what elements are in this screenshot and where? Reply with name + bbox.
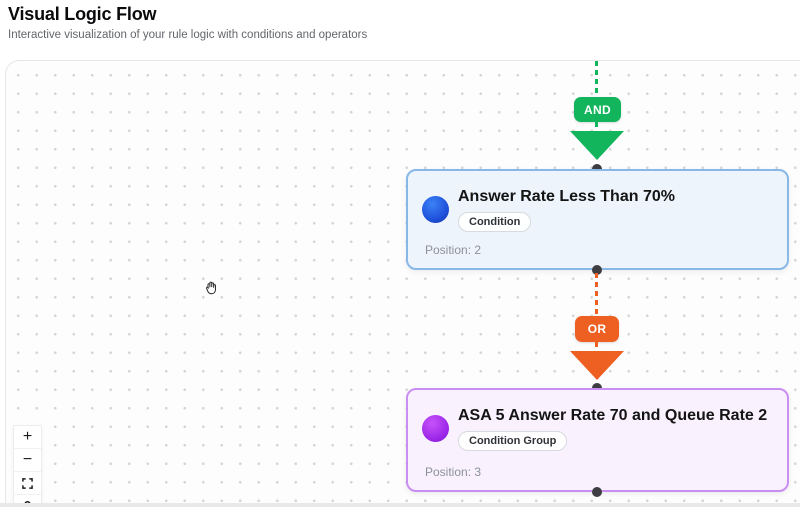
node-position-label: Position: 2	[425, 243, 482, 257]
node-position-label: Position: 3	[425, 465, 482, 479]
bottom-edge-strip	[0, 503, 800, 507]
node-title: ASA 5 Answer Rate 70 and Queue Rate 2	[458, 407, 768, 424]
page-header: Visual Logic Flow Interactive visualizat…	[8, 4, 367, 41]
condition-node[interactable]: Answer Rate Less Than 70% Condition Posi…	[406, 169, 789, 270]
and-edge-line-bottom	[595, 122, 598, 131]
condition-type-icon	[422, 196, 449, 223]
or-arrowhead-icon	[570, 351, 624, 380]
canvas-controls-panel: + −	[13, 425, 42, 504]
and-edge-line-top	[595, 61, 598, 97]
minus-icon: −	[22, 451, 33, 468]
zoom-in-button[interactable]: +	[14, 426, 41, 449]
node-title: Answer Rate Less Than 70%	[458, 188, 675, 205]
condition-group-node[interactable]: ASA 5 Answer Rate 70 and Queue Rate 2 Co…	[406, 388, 789, 492]
flow-canvas[interactable]: AND Answer Rate Less Than 70% Condition …	[5, 60, 800, 505]
node-type-badge: Condition Group	[458, 431, 568, 451]
node-handle-bottom[interactable]	[592, 487, 602, 497]
fit-view-icon	[22, 477, 33, 489]
plus-icon: +	[22, 428, 33, 445]
page-subtitle: Interactive visualization of your rule l…	[8, 29, 368, 41]
and-arrowhead-icon	[570, 131, 624, 160]
and-operator-badge[interactable]: AND	[574, 97, 621, 122]
or-edge-line-top	[595, 273, 598, 316]
or-edge-line-bottom	[595, 342, 598, 351]
or-operator-badge[interactable]: OR	[575, 316, 619, 342]
node-type-badge: Condition	[458, 212, 532, 232]
grab-hand-cursor-icon	[206, 281, 216, 295]
node-handle-bottom[interactable]	[592, 265, 602, 275]
zoom-out-button[interactable]: −	[14, 449, 41, 472]
condition-group-type-icon	[422, 415, 449, 442]
fit-view-button[interactable]	[14, 472, 41, 495]
page-title: Visual Logic Flow	[8, 4, 157, 24]
